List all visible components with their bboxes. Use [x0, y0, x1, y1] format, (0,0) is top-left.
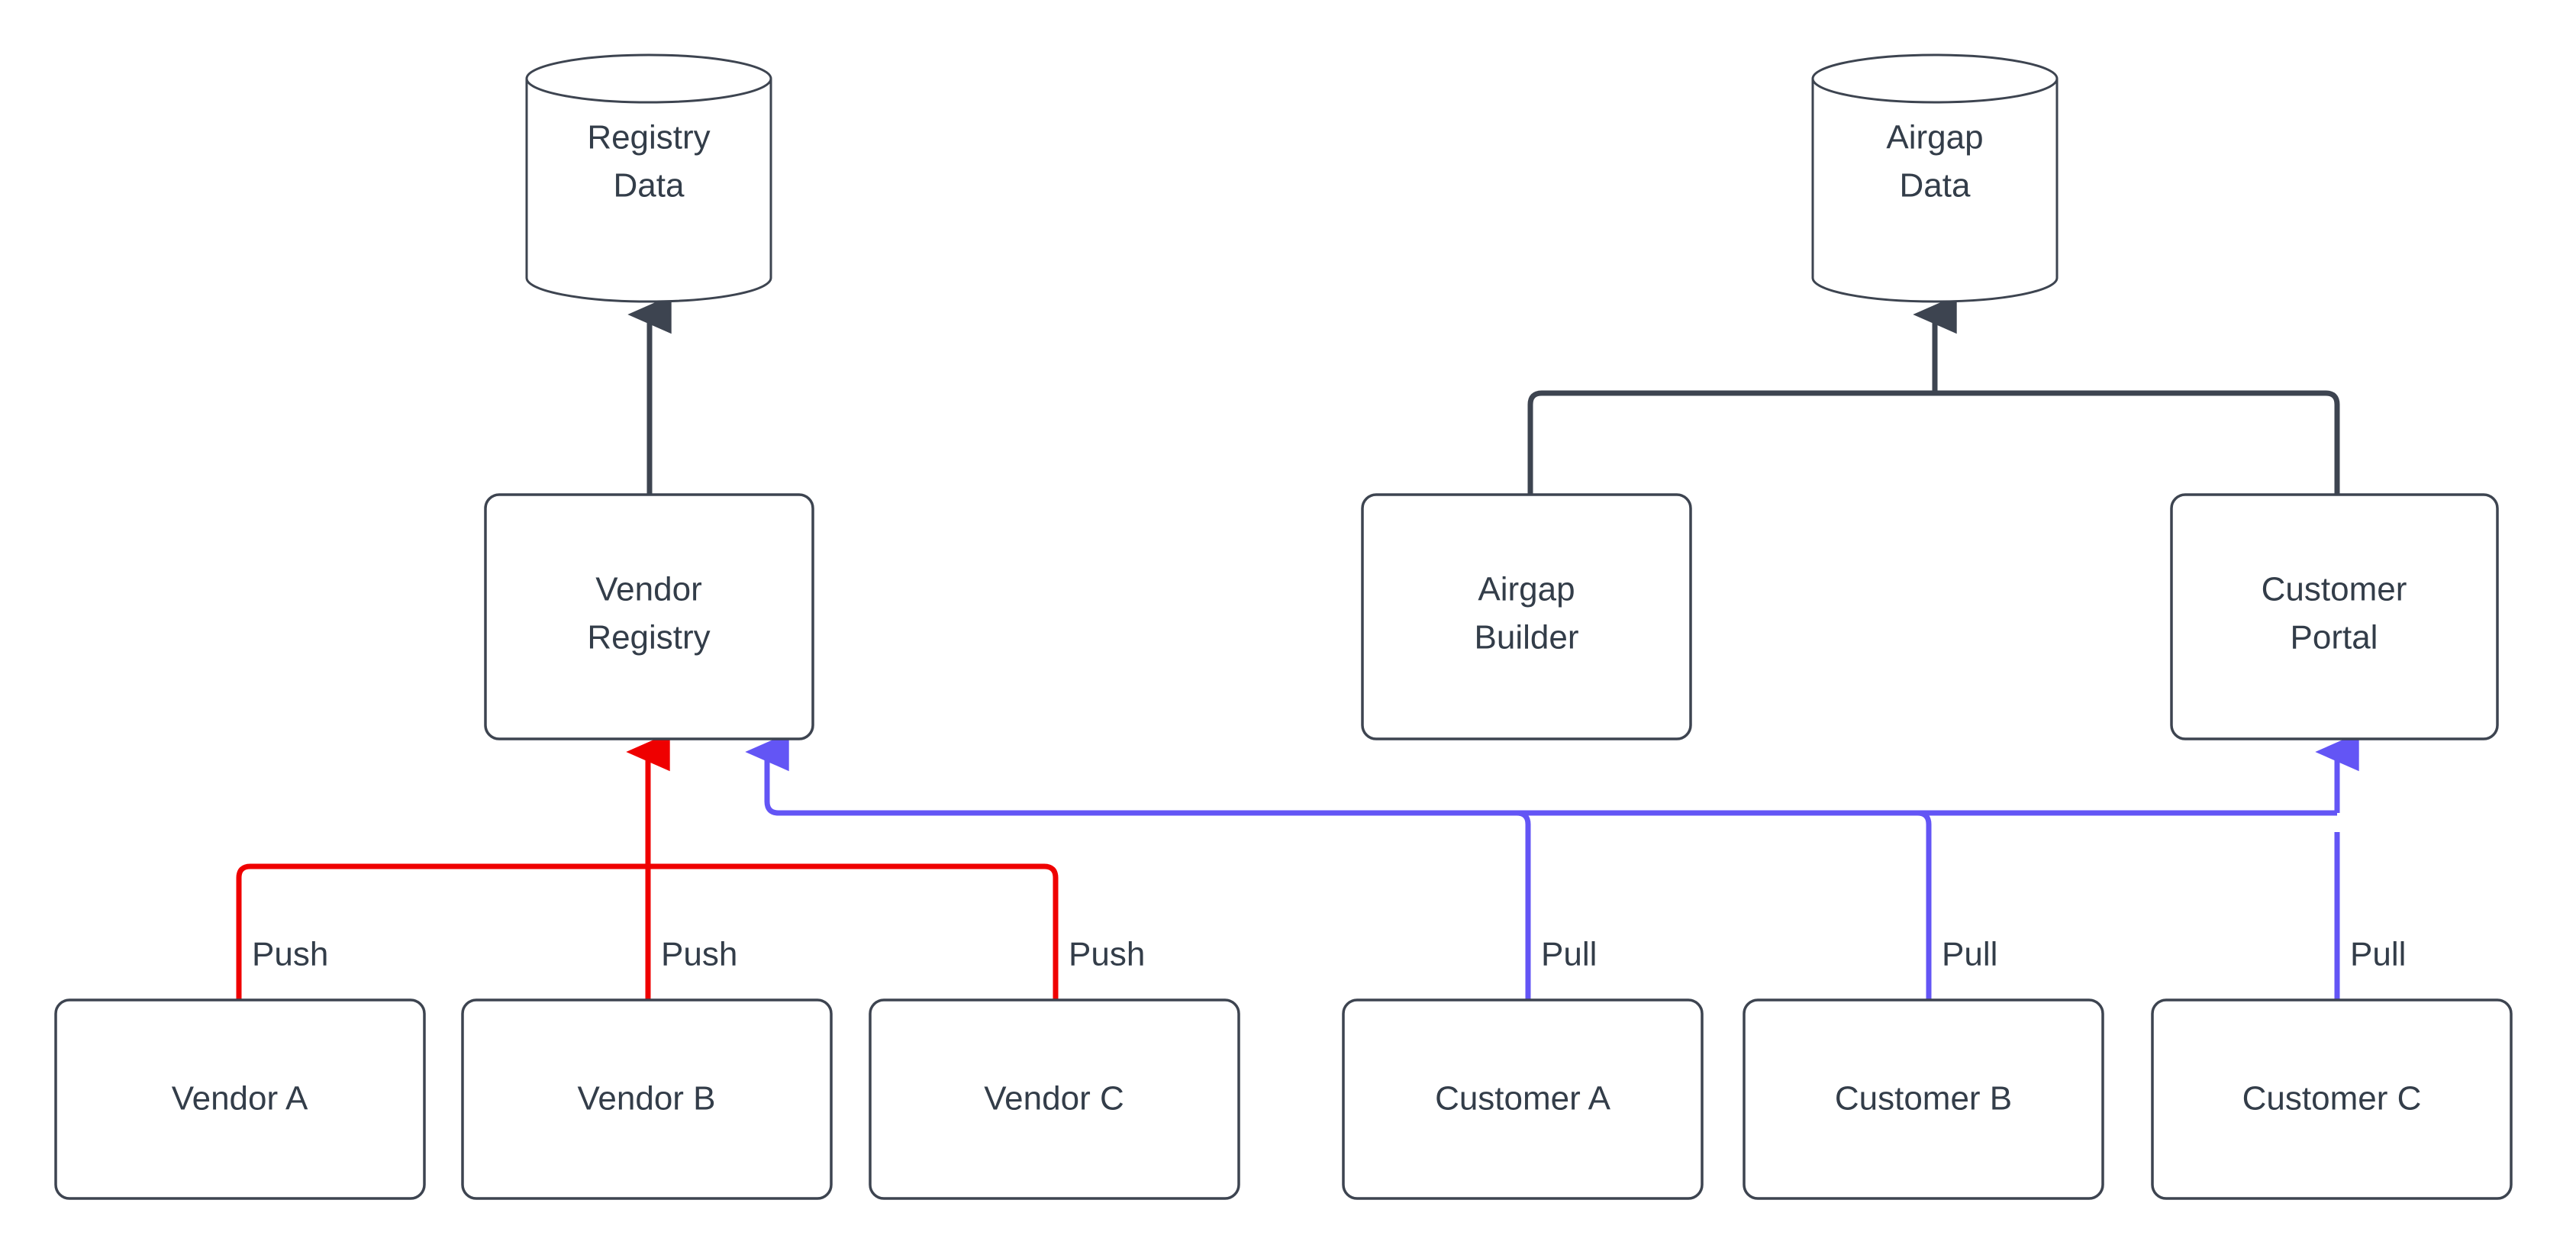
airgap-data-cylinder-top: [1811, 53, 2059, 104]
node-customer-portal[interactable]: Customer Portal: [2170, 493, 2499, 740]
customer-c-box: [2151, 998, 2513, 1200]
vendor-c-label: Vendor C: [984, 1080, 1124, 1118]
edge-customer-a-pull: [779, 810, 1531, 1000]
node-vendor-registry[interactable]: Vendor Registry: [484, 493, 814, 740]
datastore-airgap-data[interactable]: Airgap Data: [1811, 53, 2059, 303]
datastore-registry-data[interactable]: Registry Data: [525, 53, 772, 303]
registry-data-cylinder-body: [525, 79, 772, 303]
node-vendor-b[interactable]: Vendor B: [461, 998, 833, 1200]
edge-label-push-c: Push: [1069, 936, 1145, 973]
customer-c-label: Customer C: [2242, 1080, 2422, 1118]
edge-customer-b-pull: [779, 810, 1932, 1000]
airgap-builder-label-line1: Airgap: [1478, 571, 1575, 608]
node-airgap-builder[interactable]: Airgap Builder: [1361, 493, 1692, 740]
edge-label-pull-b: Pull: [1942, 936, 1997, 973]
vendor-a-label: Vendor A: [172, 1080, 308, 1118]
node-vendor-a[interactable]: Vendor A: [54, 998, 426, 1200]
airgap-data-cylinder-body: [1811, 79, 2059, 303]
node-customer-b[interactable]: Customer B: [1743, 998, 2104, 1200]
airgap-data-label-line2: Data: [1900, 167, 1971, 205]
registry-data-label-line1: Registry: [587, 119, 710, 156]
edge-label-push-a: Push: [252, 936, 328, 973]
vendor-a-box: [54, 998, 426, 1200]
edge-vendor-a-push: [236, 863, 648, 1000]
customer-portal-label-line2: Portal: [2291, 619, 2378, 656]
customer-b-box: [1743, 998, 2104, 1200]
airgap-data-label-line1: Airgap: [1886, 119, 1983, 156]
node-customer-a[interactable]: Customer A: [1342, 998, 1704, 1200]
edge-label-pull-c: Pull: [2350, 936, 2406, 973]
airgap-builder-label-line2: Builder: [1475, 619, 1579, 656]
registry-data-label-line2: Data: [614, 167, 685, 205]
vendor-b-label: Vendor B: [577, 1080, 715, 1118]
vendor-registry-label-line2: Registry: [587, 619, 710, 656]
customer-a-label: Customer A: [1435, 1080, 1611, 1118]
node-customer-c[interactable]: Customer C: [2151, 998, 2513, 1200]
node-vendor-c[interactable]: Vendor C: [869, 998, 1240, 1200]
airgap-builder-box: [1361, 493, 1692, 740]
edge-vendor-c-push: [648, 863, 1059, 1000]
customer-b-label: Customer B: [1835, 1080, 2012, 1118]
edge-label-pull-a: Pull: [1541, 936, 1597, 973]
customer-a-box: [1342, 998, 1704, 1200]
edge-customer-portal-to-airgap-data: [1935, 390, 2340, 495]
vendor-b-box: [461, 998, 833, 1200]
edge-airgap-builder-to-airgap-data: [1527, 390, 1935, 495]
vendor-registry-label-line1: Vendor: [595, 571, 701, 608]
edge-pull-trunk-to-vendor-registry: [745, 732, 789, 816]
customer-portal-box: [2170, 493, 2499, 740]
edge-label-push-b: Push: [661, 936, 737, 973]
vendor-c-box: [869, 998, 1240, 1200]
customer-portal-label-line1: Customer: [2262, 571, 2407, 608]
vendor-registry-box: [484, 493, 814, 740]
registry-data-cylinder-top: [525, 53, 772, 104]
